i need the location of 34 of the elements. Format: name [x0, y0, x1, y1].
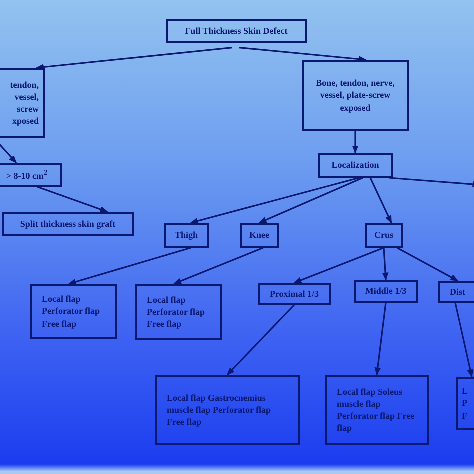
- flow-box: Dist: [438, 281, 474, 303]
- arrow: [68, 247, 192, 286]
- flow-box: Middle 1/3: [354, 280, 418, 303]
- arrow: [382, 248, 389, 281]
- flow-box: Local flap Gastrocnemius muscle flap Perforator flap Free flap: [155, 375, 300, 445]
- arrow: [396, 247, 459, 282]
- arrow: [370, 178, 392, 224]
- arrow: [374, 302, 387, 376]
- flow-box: Thigh: [164, 223, 209, 248]
- flow-box: Local flap Perforator flap Free flap: [135, 284, 222, 340]
- flow-box: Proximal 1/3: [258, 283, 331, 305]
- arrow: [36, 47, 232, 70]
- arrow: [454, 302, 474, 378]
- flow-box: > 8-10 cm$^{2}$: [0, 163, 62, 187]
- arrow: [0, 142, 18, 164]
- flow-box: L P F: [456, 377, 474, 430]
- flow-box: Crus: [365, 223, 403, 248]
- arrow: [294, 247, 384, 284]
- flow-box: Full Thickness Skin Defect: [166, 19, 307, 43]
- flow-box: Localization: [318, 153, 393, 178]
- arrow: [37, 186, 108, 213]
- arrow: [258, 177, 364, 224]
- flow-box: Local flap Soleus muscle flap Perforator flap Free flap: [325, 375, 429, 445]
- arrow: [389, 177, 474, 188]
- flow-box: Knee: [240, 223, 279, 248]
- flow-box: tendon, vessel, screw xposed: [0, 68, 45, 138]
- arrow: [190, 177, 360, 224]
- flow-box: Bone, tendon, nerve, vessel, plate-screw exposed: [302, 60, 409, 131]
- flow-box: Local flap Perforator flap Free flap: [30, 284, 117, 339]
- arrow: [352, 131, 359, 154]
- arrow: [239, 47, 367, 62]
- arrow: [173, 247, 264, 285]
- arrow: [226, 304, 296, 376]
- flow-box: Split thickness skin graft: [2, 212, 134, 236]
